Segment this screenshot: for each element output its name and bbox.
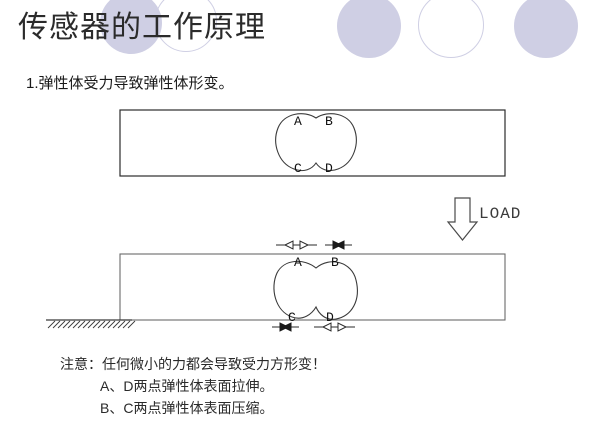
undeformed-cavity-path xyxy=(275,113,357,172)
label-a-deformed: A xyxy=(294,255,302,270)
strain-arrow-d-tension-icon xyxy=(314,322,355,332)
undeformed-beam-rect xyxy=(119,109,506,177)
label-c-deformed: C xyxy=(288,310,296,325)
note-line-2: A、D两点弹性体表面拉伸。 xyxy=(100,378,274,394)
label-d-undeformed: D xyxy=(325,161,333,176)
circle-outline-1 xyxy=(155,0,217,52)
undeformed-beam-group xyxy=(119,109,506,177)
label-b-deformed: B xyxy=(331,255,339,270)
circle-filled-3 xyxy=(514,0,578,58)
note-block: 注意：任何微小的力都会导致受力方形变！ A、D两点弹性体表面拉伸。 B、C两点弹… xyxy=(60,353,326,419)
load-arrow-icon xyxy=(446,197,479,241)
circle-filled-2 xyxy=(337,0,401,58)
circle-filled-1 xyxy=(100,0,162,54)
note-line-3: B、C两点弹性体表面压缩。 xyxy=(100,400,274,416)
note-line-1: 注意：任何微小的力都会导致受力方形变！ xyxy=(60,356,326,372)
circle-outline-2 xyxy=(418,0,484,58)
label-b-undeformed: B xyxy=(325,114,333,129)
deformed-beam-rect xyxy=(119,253,506,321)
deformed-beam-group xyxy=(46,253,506,329)
deformed-cavity-path xyxy=(273,260,358,320)
label-c-undeformed: C xyxy=(294,161,302,176)
strain-arrow-b-compression-icon xyxy=(325,240,352,250)
hatched-ground-support xyxy=(46,319,136,329)
strain-arrow-a-tension-icon xyxy=(276,240,317,250)
load-arrow-group xyxy=(446,197,479,241)
load-label: LOAD xyxy=(479,205,522,223)
strain-arrow-c-compression-icon xyxy=(272,322,299,332)
label-d-deformed: D xyxy=(326,310,334,325)
label-a-undeformed: A xyxy=(294,114,302,129)
page-title: 传感器的工作原理 xyxy=(18,11,266,44)
heading-line: 1.弹性体受力导致弹性体形变。 xyxy=(26,75,234,92)
